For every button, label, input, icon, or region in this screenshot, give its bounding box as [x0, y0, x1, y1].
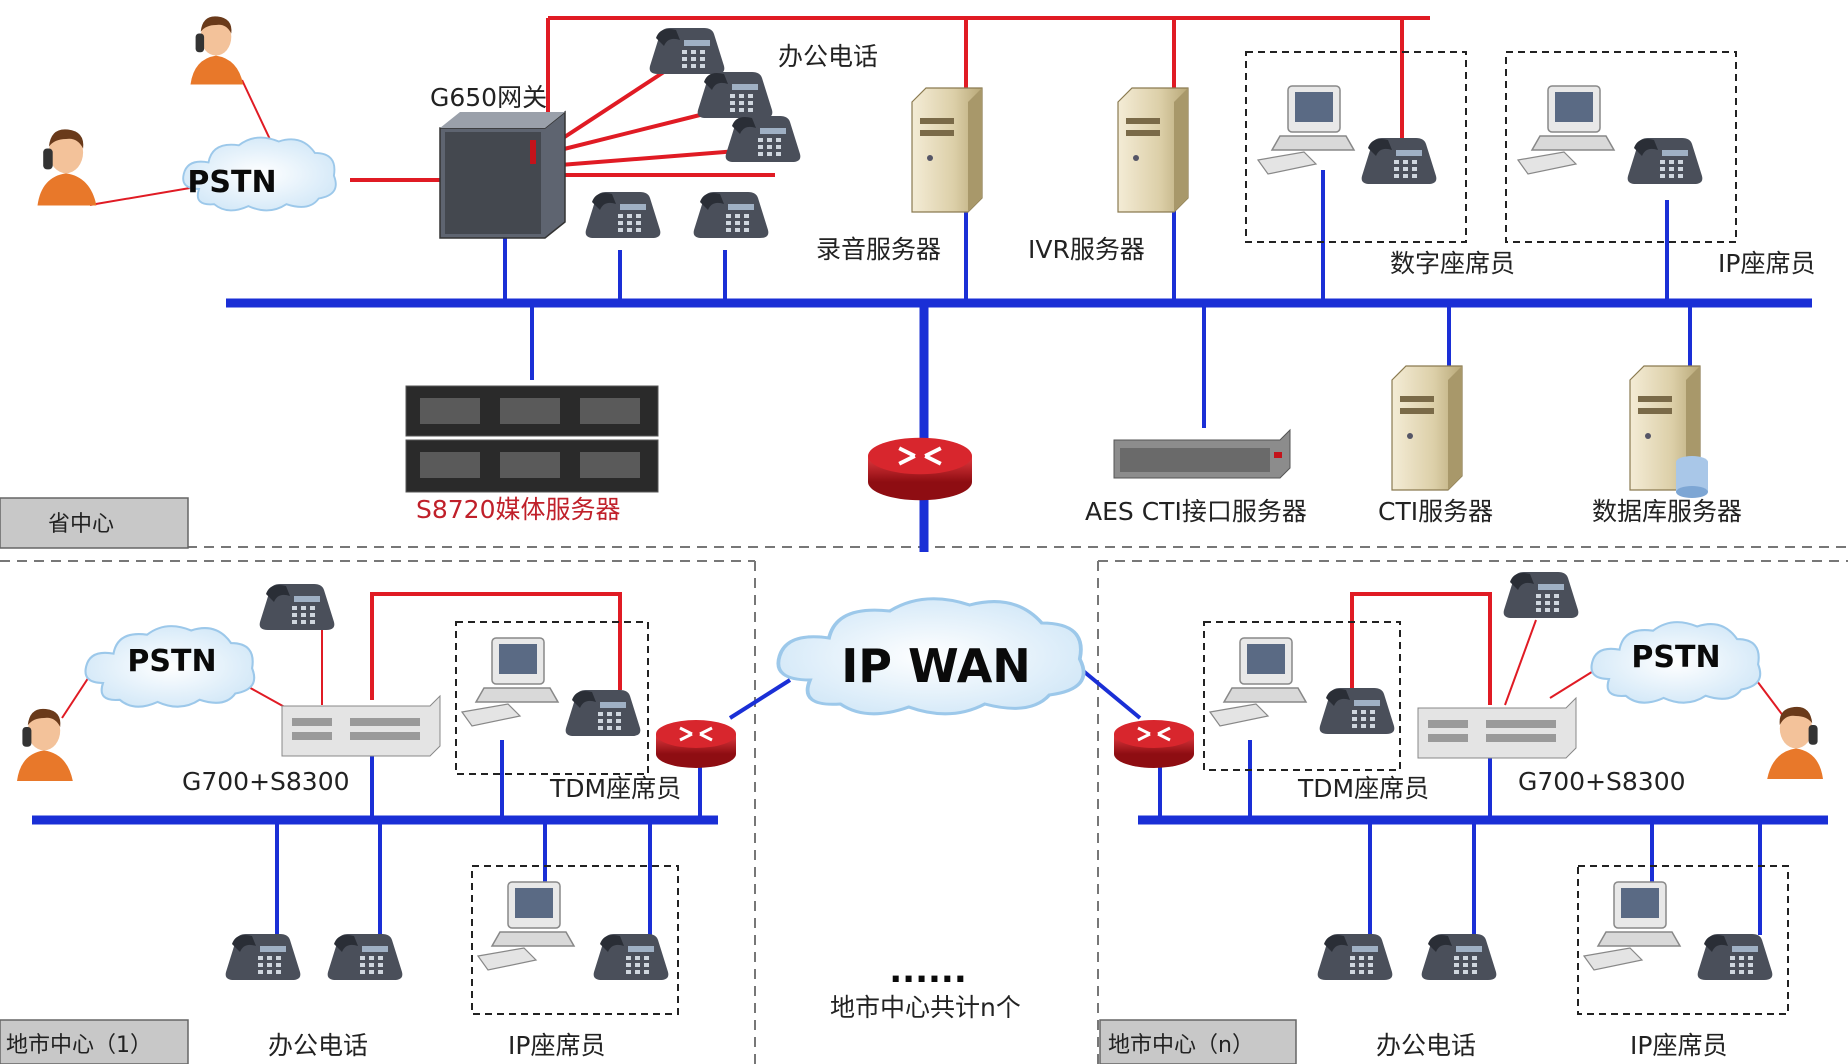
ellipsis-dots: ...... — [889, 951, 967, 991]
voice-lines-top — [350, 16, 1430, 182]
office-phone-label-right: 办公电话 — [1376, 1031, 1476, 1060]
ip-phone-icon-top-1 — [585, 192, 661, 238]
city-center-1-label: 地市中心（1） — [6, 1033, 152, 1058]
cti-server-label: CTI服务器 — [1378, 497, 1493, 526]
office-phone-label-left: 办公电话 — [268, 1031, 368, 1060]
pc-icon-tdm-agent-left — [461, 637, 559, 727]
phone-icon-tdm-agent-right — [1319, 688, 1395, 734]
pc-icon-ip-agent-right — [1583, 881, 1681, 971]
cti-server-icon — [1391, 365, 1463, 491]
phone-icon-right-pstn — [1503, 572, 1579, 618]
lan-bus-right — [1138, 592, 1828, 940]
tdm-agent-label-left: TDM座席员 — [549, 774, 681, 803]
ip-phone-icon-top-2 — [693, 192, 769, 238]
ip-phone-icon-right-1 — [1317, 934, 1393, 980]
g700-gateway-icon-right — [1417, 696, 1577, 759]
ivr-server-icon — [1117, 87, 1189, 213]
person-icon-top-1 — [190, 16, 244, 85]
tdm-agent-group-left — [455, 621, 649, 775]
city-center-1-tab — [0, 1019, 189, 1064]
office-phone-label-top: 办公电话 — [778, 42, 878, 71]
city-center-n-tab — [1099, 1019, 1297, 1064]
g700-label-right: G700+S8300 — [1518, 767, 1686, 796]
ip-phone-icon-left-2 — [327, 934, 403, 980]
pstn-label-left: PSTN — [127, 644, 216, 679]
aes-cti-server-icon — [1113, 428, 1291, 479]
recording-server-label: 录音服务器 — [816, 235, 941, 264]
router-icon-right — [1112, 718, 1196, 770]
s8720-label: S8720媒体服务器 — [416, 495, 621, 524]
ip-phone-icon-ip-agent-right — [1697, 934, 1773, 980]
ip-phone-icon-ip-agent-top — [1627, 138, 1703, 184]
phone-icon-top-2 — [697, 72, 773, 118]
digital-agent-group — [1245, 51, 1467, 243]
g700-label-left: G700+S8300 — [182, 767, 350, 796]
phone-icon-digital-agent — [1361, 138, 1437, 184]
ip-phone-icon-right-2 — [1421, 934, 1497, 980]
ip-wan-label: IP WAN — [841, 639, 1031, 693]
ip-agent-label-right: IP座席员 — [1630, 1031, 1727, 1060]
pc-icon-ip-agent-left — [477, 881, 575, 971]
pstn-label-right: PSTN — [1631, 640, 1720, 675]
pc-icon-ip-agent-top — [1517, 85, 1615, 175]
ip-agent-label-top: IP座席员 — [1718, 249, 1815, 278]
province-center-tab — [0, 497, 189, 549]
pc-icon-digital-agent — [1257, 85, 1355, 175]
recording-server-icon — [911, 87, 983, 213]
phone-icon-left-pstn — [259, 584, 335, 630]
lan-drops-top — [503, 170, 1692, 428]
ip-phone-icon-left-1 — [225, 934, 301, 980]
tdm-agent-label-right: TDM座席员 — [1297, 774, 1429, 803]
db-server-icon — [1629, 365, 1708, 498]
g700-gateway-icon-left — [281, 694, 441, 757]
city-total-label: 地市中心共计n个 — [830, 993, 1021, 1022]
digital-agent-label: 数字座席员 — [1390, 249, 1515, 278]
person-icon-top-2 — [37, 129, 97, 206]
s8720-media-server-icon — [405, 385, 659, 493]
g650-label: G650网关 — [430, 83, 547, 112]
phone-icon-top-3 — [725, 116, 801, 162]
phone-icon-tdm-agent-left — [565, 690, 641, 736]
person-icon-right — [1767, 706, 1823, 779]
ip-agent-label-left: IP座席员 — [508, 1031, 605, 1060]
city-center-n-label: 地市中心（n） — [1108, 1033, 1254, 1058]
ivr-server-label: IVR服务器 — [1028, 235, 1145, 264]
province-center-label: 省中心 — [48, 512, 114, 537]
aes-cti-label: AES CTI接口服务器 — [1085, 497, 1307, 526]
ip-agent-group-left — [471, 865, 679, 1015]
pc-icon-tdm-agent-right — [1209, 637, 1307, 727]
db-server-label: 数据库服务器 — [1592, 497, 1742, 526]
core-router-icon — [866, 435, 974, 503]
person-icon-left — [17, 708, 73, 781]
g650-gateway-icon — [439, 110, 566, 239]
tdm-agent-group-right — [1203, 621, 1401, 771]
ip-agent-group-top — [1505, 51, 1737, 243]
pstn-label-top: PSTN — [187, 165, 276, 200]
ip-agent-group-right — [1577, 865, 1789, 1015]
phone-icon-top-1 — [649, 28, 725, 74]
ip-phone-icon-ip-agent-left — [593, 934, 669, 980]
router-icon-left — [654, 718, 738, 770]
